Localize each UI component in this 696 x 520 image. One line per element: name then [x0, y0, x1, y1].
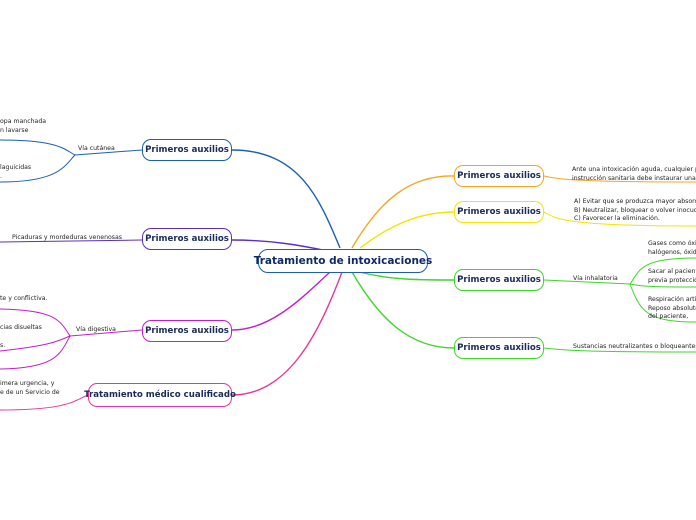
left-branch-3-leaf-c: s. [0, 342, 6, 349]
right-branch-2-node[interactable]: Primeros auxilios [454, 201, 544, 223]
root-label: Tratamiento de intoxicaciones [253, 255, 433, 267]
right-branch-1-leaf: Ante una intoxicación aguda, cualquier p… [572, 166, 696, 182]
right-branch-4-label: Primeros auxilios [457, 343, 541, 353]
right-branch-3-sub: Vía inhalatoria [573, 275, 618, 282]
right-branch-4-node[interactable]: Primeros auxilios [454, 337, 544, 359]
left-branch-4-leaf-a: imera urgencia, y e de un Servicio de [0, 380, 60, 396]
right-branch-3-label: Primeros auxilios [457, 275, 541, 285]
left-branch-4-label: Tratamiento médico cualificado [84, 390, 236, 400]
left-branch-3-node[interactable]: Primeros auxilios [142, 320, 232, 342]
right-branch-2-leaf: A) Evitar que se produzca mayor absorció… [574, 198, 696, 223]
right-branch-3-node[interactable]: Primeros auxilios [454, 269, 544, 291]
left-branch-2-sub: Picaduras y mordeduras venenosas [12, 234, 123, 241]
left-branch-3-leaf-a: te y conflictiva. [0, 295, 48, 302]
right-branch-2-label: Primeros auxilios [457, 207, 541, 217]
left-branch-2-label: Primeros auxilios [145, 234, 229, 244]
right-branch-3-leaf-b: Sacar al paciente previa protección [648, 268, 696, 284]
right-branch-3-leaf-c: Respiración artifi Reposo absoluto y del… [648, 296, 696, 321]
left-branch-4-node[interactable]: Tratamiento médico cualificado [84, 383, 236, 407]
left-branch-3-label: Primeros auxilios [145, 326, 229, 336]
left-branch-3-leaf-b: cias disueltas [0, 324, 42, 331]
left-branch-1-leaf-a: opa manchada n lavarse [0, 118, 47, 134]
right-branch-3-leaf-a: Gases como óxid halógenos, óxido [648, 240, 696, 256]
left-branch-2-node[interactable]: Primeros auxilios [142, 228, 232, 250]
left-branch-3-sub: Vía digestiva [76, 326, 116, 333]
left-branch-1-leaf-b: laguicidas . [0, 164, 32, 180]
right-branch-1-label: Primeros auxilios [457, 171, 541, 181]
root-node[interactable]: Tratamiento de intoxicaciones [254, 249, 432, 273]
left-branch-1-node[interactable]: Primeros auxilios [142, 139, 232, 161]
right-branch-4-sub: Sustancias neutralizantes o bloqueantes [573, 343, 696, 350]
left-branch-1-sub: Vía cutánea [78, 145, 115, 152]
left-branch-1-label: Primeros auxilios [145, 145, 229, 155]
right-branch-1-node[interactable]: Primeros auxilios [454, 165, 544, 187]
